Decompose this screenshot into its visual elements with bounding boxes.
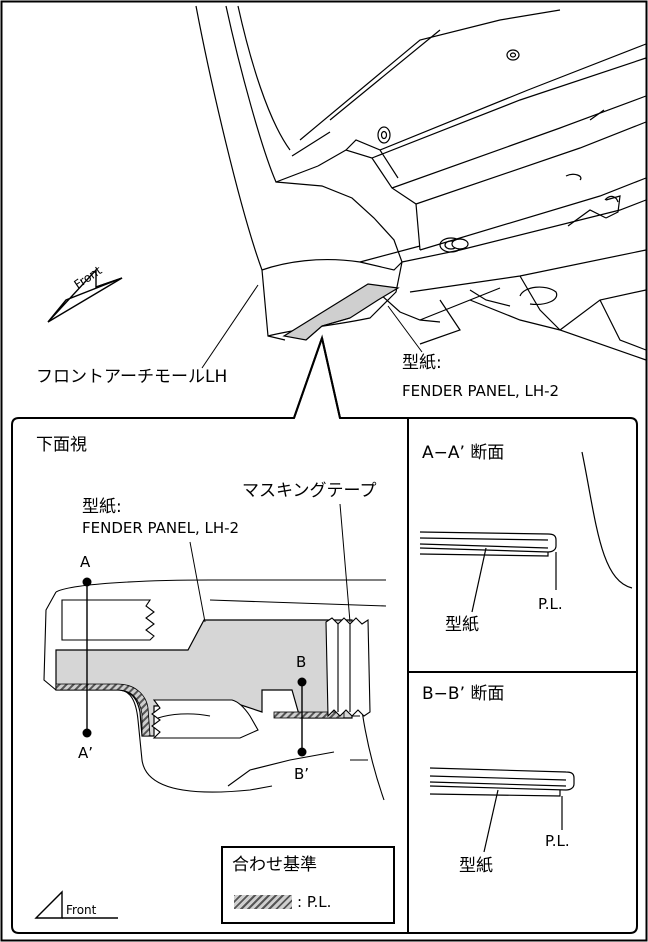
front-label-bottom: Front: [66, 903, 97, 917]
point-b-prime-label: B’: [294, 765, 310, 783]
legend-box: 合わせ基準 : P.L.: [221, 846, 395, 924]
vehicle-isometric-view: [195, 5, 647, 361]
leader-template-bottom: [189, 541, 206, 623]
template-label-top-jp: 型紙:: [402, 353, 442, 373]
front-arrow-bottom: [34, 890, 118, 919]
template-label-bottom-jp: 型紙:: [82, 497, 122, 517]
section-bb-template-label: 型紙: [459, 856, 493, 876]
point-b-marker: [297, 677, 307, 687]
point-b-label: B: [296, 653, 307, 671]
legend-pl-label: : P.L.: [297, 893, 332, 911]
legend-title: 合わせ基準: [232, 855, 317, 875]
section-aa-title: A−A’ 断面: [422, 443, 505, 463]
point-a-label: A: [80, 553, 91, 571]
point-a-marker: [82, 577, 92, 587]
masking-tape-label: マスキングテープ: [242, 481, 377, 501]
leader-arch-molding: [201, 284, 259, 369]
section-bb-drawing: [429, 767, 575, 853]
pl-hatch-left: [55, 683, 151, 737]
masking-tape-right: [325, 617, 371, 718]
template-edge: [305, 317, 351, 341]
point-a-prime-label: A’: [78, 744, 94, 762]
section-aa-template-label: 型紙: [445, 615, 479, 635]
leader-template-top: [387, 305, 423, 353]
front-arrow-top: [47, 268, 123, 323]
section-aa-pl-label: P.L.: [538, 595, 563, 613]
arch-molding-label: フロントアーチモールLH: [36, 367, 228, 387]
template-label-bottom-en: FENDER PANEL, LH-2: [82, 519, 240, 537]
section-bb-pl-label: P.L.: [545, 832, 570, 850]
point-a-prime-marker: [82, 728, 92, 738]
template-paper-shape: [282, 283, 400, 341]
point-b-prime-marker: [297, 747, 307, 757]
section-aa-drawing: [419, 451, 633, 613]
pl-hatch-right: [273, 711, 345, 719]
leader-masking-tape: [339, 503, 351, 623]
legend-hatch-swatch: [234, 895, 292, 909]
bottom-view-drawing: [43, 579, 387, 801]
bottom-view-title: 下面視: [36, 435, 87, 455]
section-bb-title: B−B’ 断面: [422, 684, 505, 704]
template-label-top-en: FENDER PANEL, LH-2: [402, 382, 560, 400]
lower-tape: [151, 699, 259, 739]
